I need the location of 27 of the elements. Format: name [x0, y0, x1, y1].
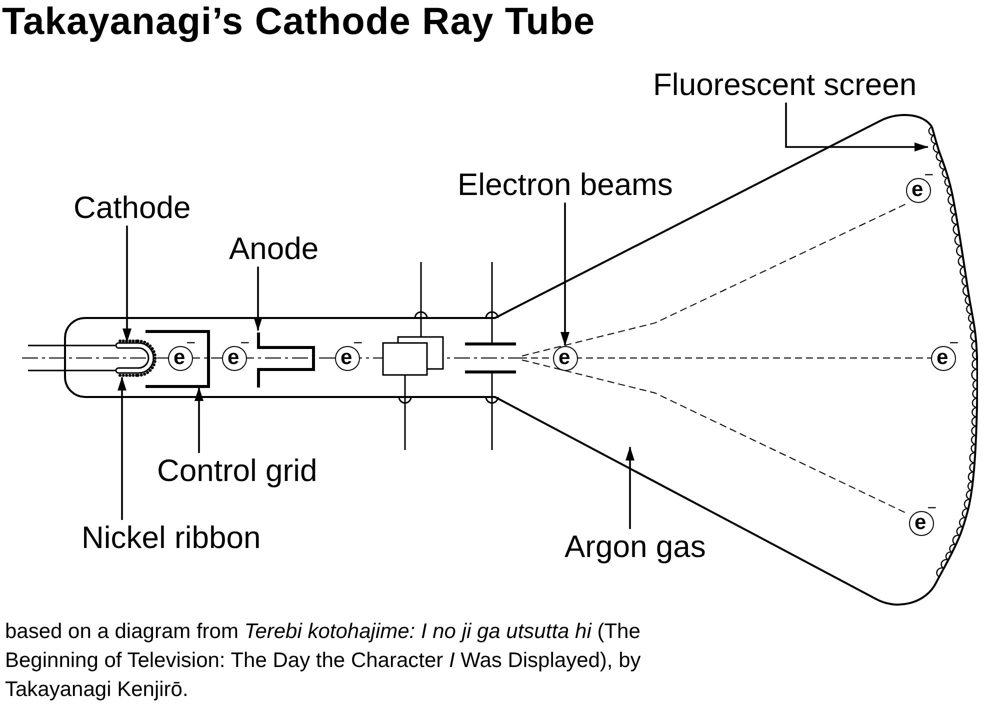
electron-symbol: e — [558, 346, 570, 368]
fluorescent-screen — [928, 126, 978, 578]
electron-symbol: e$^{−}$ — [174, 340, 196, 368]
electron-symbol: e$^{−}$ — [914, 504, 937, 532]
leader-arrow — [626, 446, 634, 529]
leader-arrow — [785, 102, 928, 152]
source-caption: based on a diagram from Terebi kotohajime: I no ji ga utsutta hi (The Beginning of Television: The Day the Character I Was Displayed), by Takayanagi Kenjirō. — [5, 619, 642, 703]
electron-symbol: e$^{−}$ — [912, 172, 934, 200]
part-label: Argon gas — [564, 529, 706, 565]
leader-arrow — [118, 376, 126, 520]
leader-arrow — [122, 226, 132, 342]
part-label: Anode — [229, 231, 319, 267]
leader-arrow — [194, 387, 204, 453]
electron-symbol: e$^{−}$ — [340, 340, 363, 368]
electron-symbol: e$^{−}$ — [936, 340, 959, 368]
electron-circle — [552, 346, 578, 370]
part-label: Control grid — [157, 453, 318, 489]
anode — [256, 330, 314, 388]
part-label: Cathode — [74, 190, 191, 226]
leader-arrow — [560, 202, 570, 346]
diagram-title: Takayanagi’s Cathode Ray Tube — [2, 1, 596, 45]
part-label: Nickel ribbon — [82, 520, 261, 556]
leader-arrow — [254, 266, 262, 331]
electron-symbol: e$^{−}$ — [228, 340, 250, 368]
control-grid — [144, 330, 210, 388]
part-label: Fluorescent screen — [653, 67, 917, 103]
part-label: Electron beams — [458, 167, 673, 203]
